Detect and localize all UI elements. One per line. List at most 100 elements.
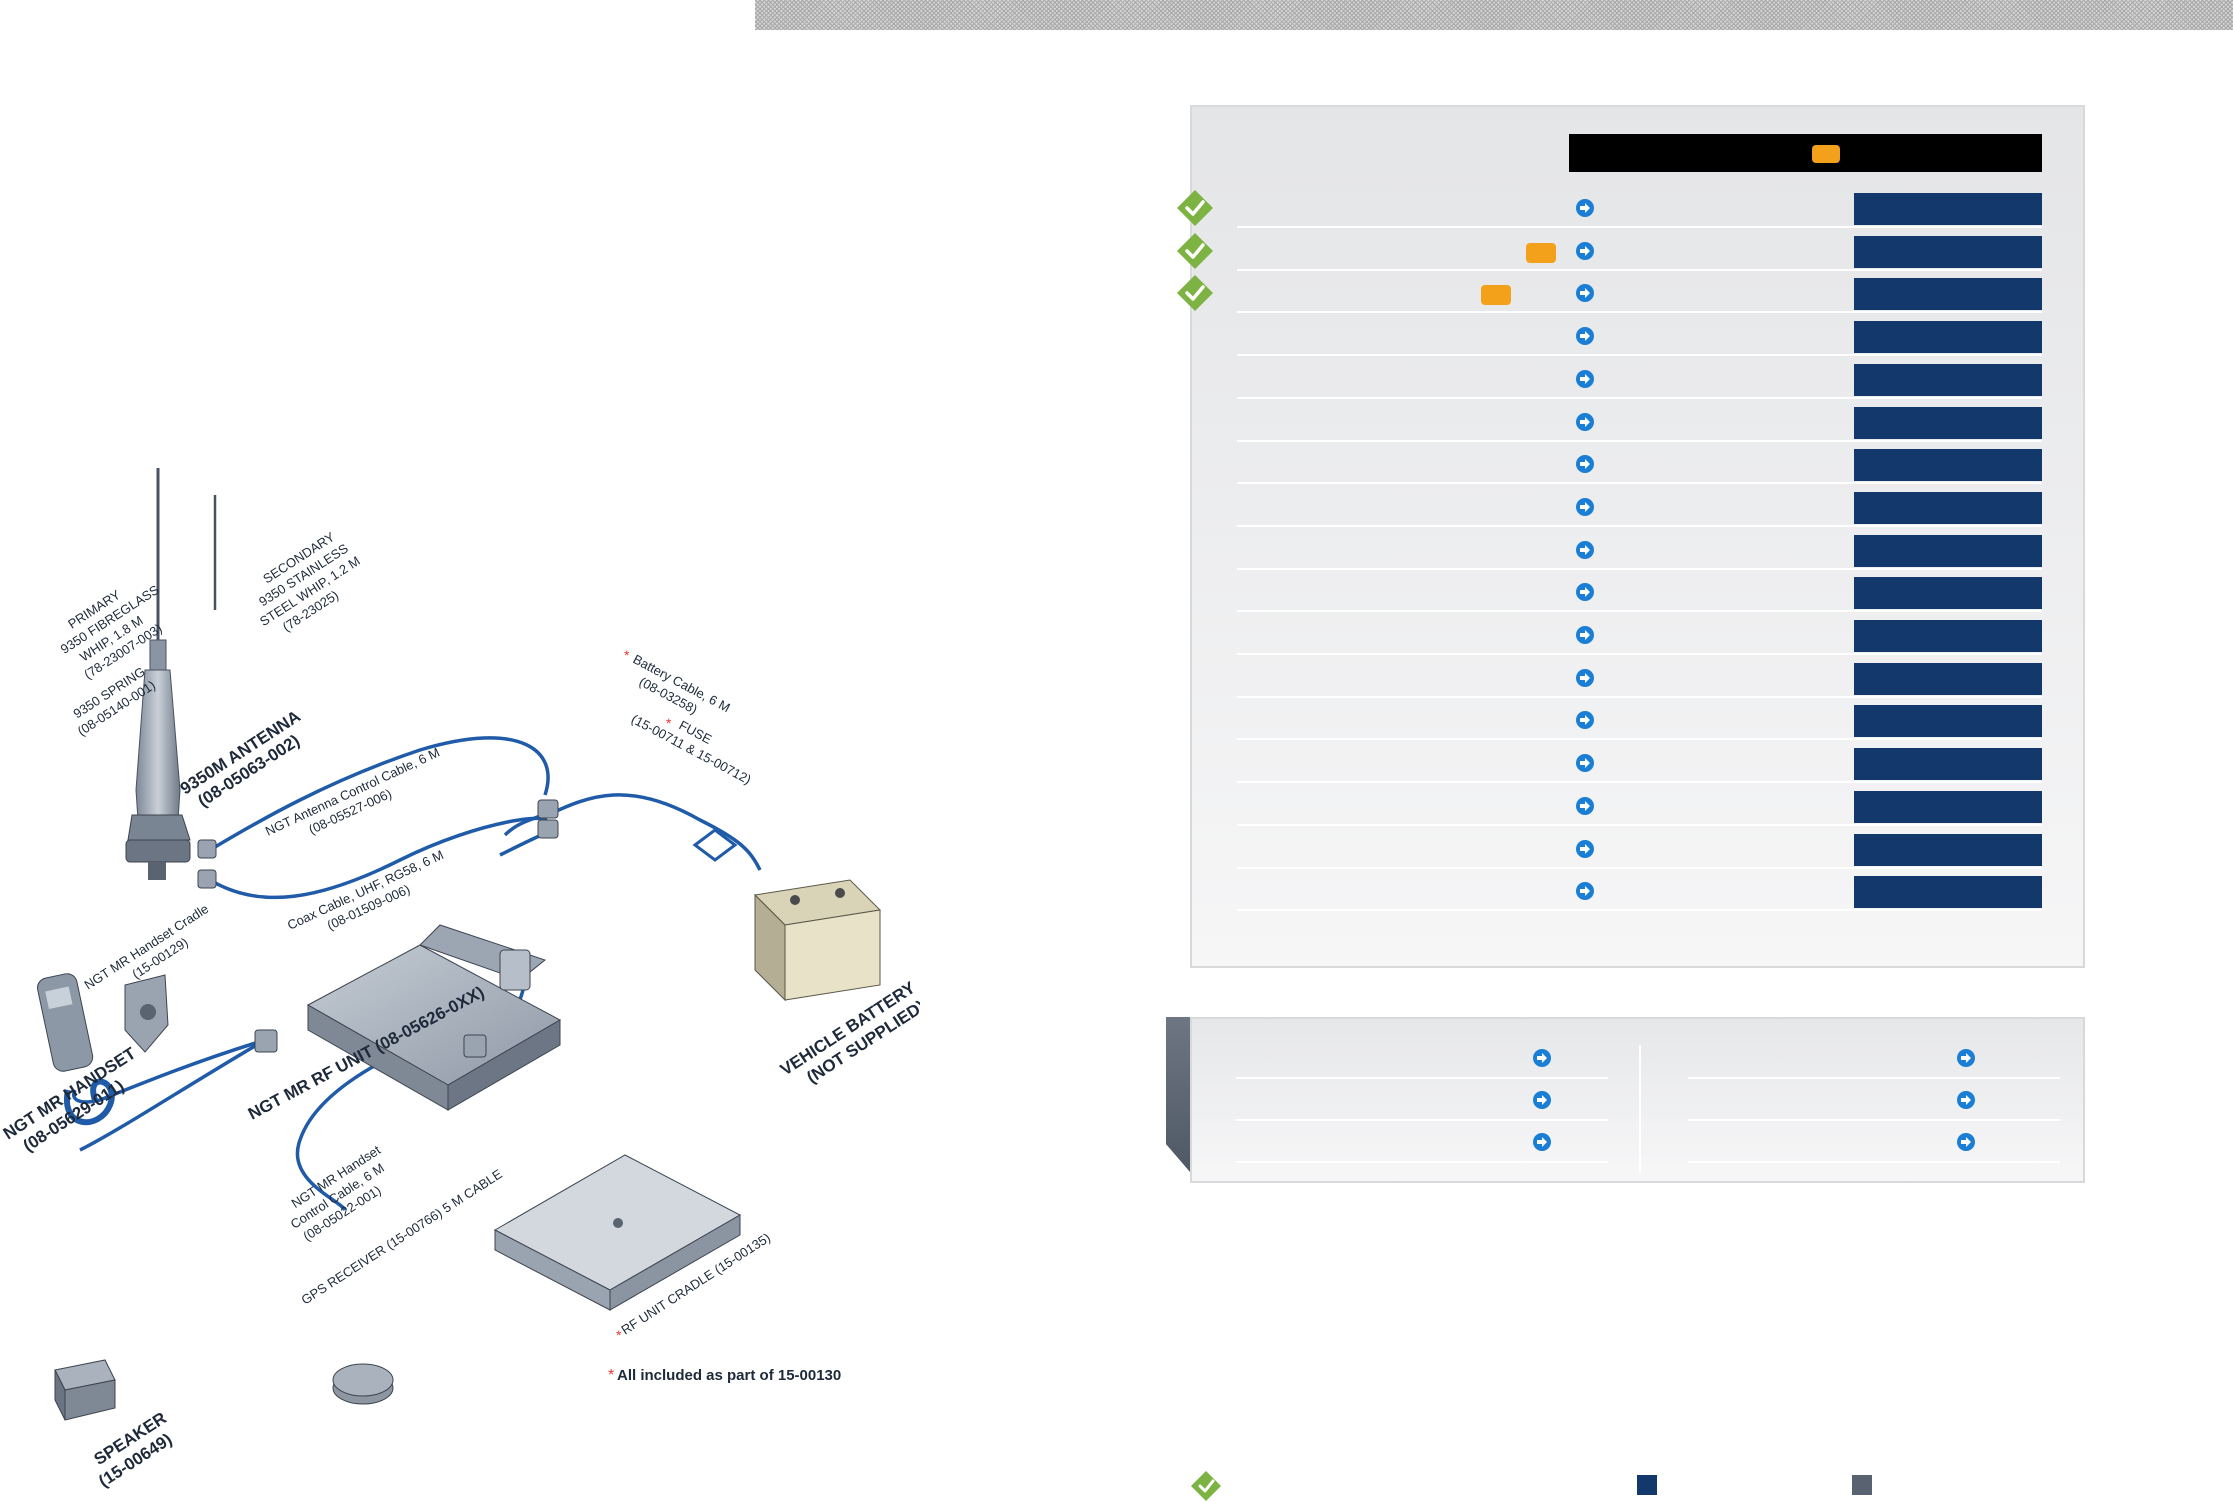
table-row bbox=[1177, 270, 2042, 314]
row-divider bbox=[1236, 1161, 1608, 1163]
svg-text:*: * bbox=[624, 647, 630, 663]
row-divider bbox=[1237, 909, 2042, 912]
accessory-row bbox=[1236, 1121, 1608, 1163]
arrow-right-icon[interactable] bbox=[1575, 668, 1595, 688]
table-row bbox=[1237, 484, 2042, 527]
tag-badge bbox=[1526, 242, 1556, 263]
check-icon bbox=[1175, 188, 1215, 228]
table-row bbox=[1237, 655, 2042, 698]
table-row bbox=[1177, 228, 2042, 271]
arrow-right-icon[interactable] bbox=[1575, 497, 1595, 517]
arrow-right-icon[interactable] bbox=[1575, 839, 1595, 859]
table-row bbox=[1237, 783, 2042, 826]
table-row bbox=[1237, 569, 2042, 613]
row-divider bbox=[1237, 738, 2042, 741]
arrow-right-icon[interactable] bbox=[1956, 1132, 1976, 1152]
row-divider bbox=[1237, 439, 2042, 442]
svg-text:NGT MR Handset Cradle: NGT MR Handset Cradle bbox=[81, 901, 211, 993]
svg-text:Coax Cable, UHF, RG58, 6 M: Coax Cable, UHF, RG58, 6 M bbox=[285, 847, 446, 933]
arrow-right-icon[interactable] bbox=[1575, 582, 1595, 602]
table-row bbox=[1237, 441, 2042, 485]
table-row bbox=[1237, 313, 2042, 357]
arrow-right-icon[interactable] bbox=[1532, 1132, 1552, 1152]
navy-value-bar bbox=[1854, 620, 2042, 652]
accessories-panel-tab bbox=[1166, 1017, 1190, 1172]
table-row bbox=[1237, 399, 2042, 442]
navy-value-bar bbox=[1854, 876, 2042, 909]
arrow-right-icon[interactable] bbox=[1575, 283, 1595, 303]
table-row bbox=[1237, 740, 2042, 784]
header-tag-badge bbox=[1812, 145, 1840, 163]
row-divider bbox=[1237, 396, 2042, 399]
arrow-right-icon[interactable] bbox=[1532, 1048, 1552, 1068]
accessory-row bbox=[1688, 1121, 2060, 1163]
arrow-right-icon[interactable] bbox=[1575, 881, 1595, 901]
arrow-right-icon[interactable] bbox=[1575, 540, 1595, 560]
table-row bbox=[1237, 612, 2042, 655]
navy-value-bar bbox=[1854, 491, 2042, 524]
table-row bbox=[1237, 527, 2042, 570]
row-divider bbox=[1688, 1119, 2060, 1121]
legend-check-icon bbox=[1191, 1471, 1221, 1501]
svg-text:NGT Antenna Control Cable, 6 M: NGT Antenna Control Cable, 6 M bbox=[263, 745, 442, 839]
installation-diagram-svg: PRIMARY 9350 FIBREGLASS WHIP, 1.8 M (78-… bbox=[0, 468, 920, 1491]
navy-value-bar bbox=[1854, 662, 2042, 695]
legend-navy-swatch bbox=[1637, 1475, 1657, 1495]
table-row bbox=[1237, 697, 2042, 741]
row-divider bbox=[1237, 823, 2042, 826]
row-divider bbox=[1237, 482, 2042, 485]
navy-value-bar bbox=[1854, 278, 2042, 311]
navy-value-bar bbox=[1854, 705, 2042, 738]
row-divider bbox=[1237, 866, 2042, 869]
accessory-row bbox=[1236, 1079, 1608, 1121]
row-divider bbox=[1237, 226, 2042, 228]
navy-value-bar bbox=[1854, 790, 2042, 823]
table-row bbox=[1237, 868, 2042, 912]
arrow-right-icon[interactable] bbox=[1575, 625, 1595, 645]
row-divider bbox=[1237, 311, 2042, 314]
arrow-right-icon[interactable] bbox=[1532, 1090, 1552, 1110]
navy-value-bar bbox=[1854, 748, 2042, 781]
handset bbox=[37, 973, 94, 1072]
note-asterisk: * bbox=[608, 1367, 614, 1384]
column-divider bbox=[1639, 1045, 1641, 1173]
row-divider bbox=[1236, 1119, 1608, 1121]
accessories-panel-body bbox=[1190, 1017, 2085, 1183]
check-icon bbox=[1175, 231, 1215, 271]
arrow-right-icon[interactable] bbox=[1575, 369, 1595, 389]
table-row bbox=[1237, 356, 2042, 399]
arrow-right-icon[interactable] bbox=[1956, 1090, 1976, 1110]
arrow-right-icon[interactable] bbox=[1575, 710, 1595, 730]
arrow-right-icon[interactable] bbox=[1575, 454, 1595, 474]
arrow-right-icon[interactable] bbox=[1575, 326, 1595, 346]
antenna-label: 9350M ANTENNA (08-05063-002) bbox=[177, 707, 304, 811]
arrow-right-icon[interactable] bbox=[1575, 241, 1595, 261]
row-divider bbox=[1237, 268, 2042, 271]
handset-cradle bbox=[124, 974, 169, 1053]
svg-text:*: * bbox=[616, 1327, 622, 1343]
row-divider bbox=[1237, 653, 2042, 655]
accessory-row bbox=[1688, 1037, 2060, 1079]
arrow-right-icon[interactable] bbox=[1575, 796, 1595, 816]
navy-value-bar bbox=[1854, 235, 2042, 268]
table-row bbox=[1237, 826, 2042, 869]
row-divider bbox=[1237, 524, 2042, 527]
speaker bbox=[54, 1359, 116, 1421]
svg-text:*: * bbox=[666, 715, 672, 731]
check-icon bbox=[1175, 273, 1215, 313]
accessory-row bbox=[1688, 1079, 2060, 1121]
row-divider bbox=[1237, 567, 2042, 570]
arrow-right-icon[interactable] bbox=[1575, 412, 1595, 432]
row-divider bbox=[1236, 1077, 1608, 1079]
arrow-right-icon[interactable] bbox=[1575, 753, 1595, 773]
arrow-right-icon[interactable] bbox=[1575, 198, 1595, 218]
navy-value-bar bbox=[1854, 406, 2042, 439]
navy-value-bar bbox=[1854, 833, 2042, 866]
legend-grey-swatch bbox=[1852, 1475, 1872, 1495]
arrow-right-icon[interactable] bbox=[1956, 1048, 1976, 1068]
accessory-row bbox=[1236, 1037, 1608, 1079]
accessories-panel bbox=[1166, 1017, 2085, 1183]
table-row bbox=[1177, 185, 2042, 228]
installation-diagram: PRIMARY 9350 FIBREGLASS WHIP, 1.8 M (78-… bbox=[0, 440, 920, 1500]
control-cable-label: NGT Antenna Control Cable, 6 M (08-05527… bbox=[263, 745, 442, 839]
